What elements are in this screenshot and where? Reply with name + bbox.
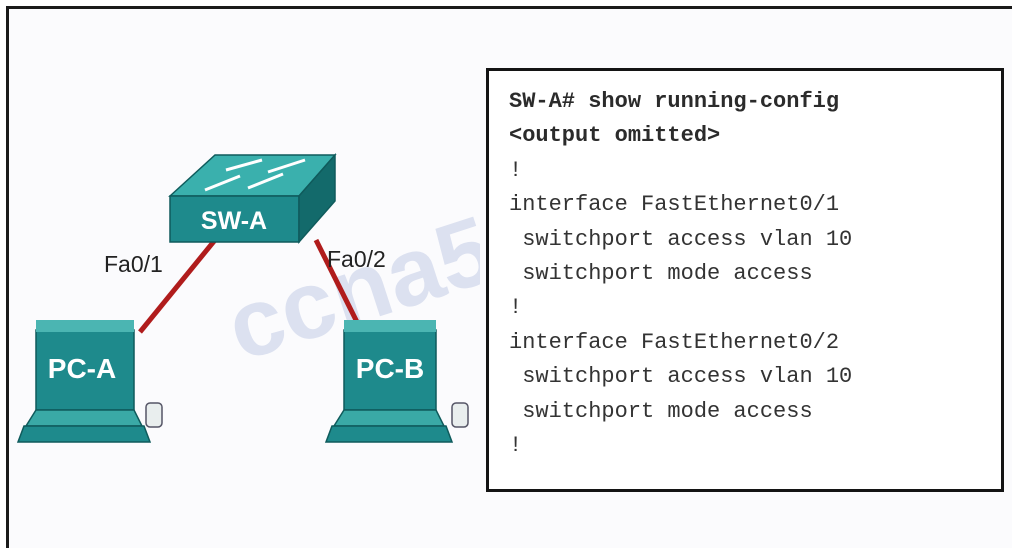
pc-a-monitor <box>35 329 135 411</box>
pc-b: PC-B <box>324 320 469 443</box>
switch-side-face <box>298 153 336 244</box>
switch-arrows-icon <box>204 158 306 192</box>
config-line: interface FastEthernet0/1 <box>509 192 840 218</box>
running-config-output: SW-A# show running-config <output omitte… <box>486 68 1004 492</box>
config-line: switchport mode access <box>509 398 813 424</box>
config-line: ! <box>509 295 523 321</box>
pc-b-keyboard-base <box>332 409 446 427</box>
switch-front-face <box>169 195 300 243</box>
config-line: ! <box>509 432 523 458</box>
pc-b-keyboard <box>324 425 454 443</box>
pc-a-mouse-icon <box>145 402 163 428</box>
pc-b-mouse-icon <box>451 402 469 428</box>
pc-a-keyboard <box>16 425 152 443</box>
pc-b-label: PC-B <box>356 353 424 384</box>
pc-a-monitor-top <box>36 320 134 332</box>
pc-a-label: PC-A <box>48 353 116 384</box>
pc-a: PC-A <box>16 320 163 443</box>
port-label-fa0-2: Fa0/2 <box>327 246 386 272</box>
switch-label: SW-A <box>201 207 267 235</box>
config-line: switchport access vlan 10 <box>509 364 853 390</box>
port-label-fa0-1: Fa0/1 <box>104 251 163 277</box>
network-topology: ccna5c.com Fa0/1 Fa0/2 SW-A PC-A PC <box>16 110 480 443</box>
config-line: interface FastEthernet0/2 <box>509 329 840 355</box>
config-line: <output omitted> <box>509 123 721 149</box>
config-line: switchport access vlan 10 <box>509 226 853 252</box>
pc-a-keyboard-base <box>24 409 144 427</box>
link-sw-a-pc-b <box>313 238 365 334</box>
pc-b-monitor-top <box>344 320 436 332</box>
config-line: ! <box>509 157 523 183</box>
link-sw-a-pc-a <box>138 238 217 334</box>
config-line: switchport mode access <box>509 260 813 286</box>
config-line: SW-A# show running-config <box>509 89 840 114</box>
switch-sw-a: SW-A <box>168 153 337 244</box>
